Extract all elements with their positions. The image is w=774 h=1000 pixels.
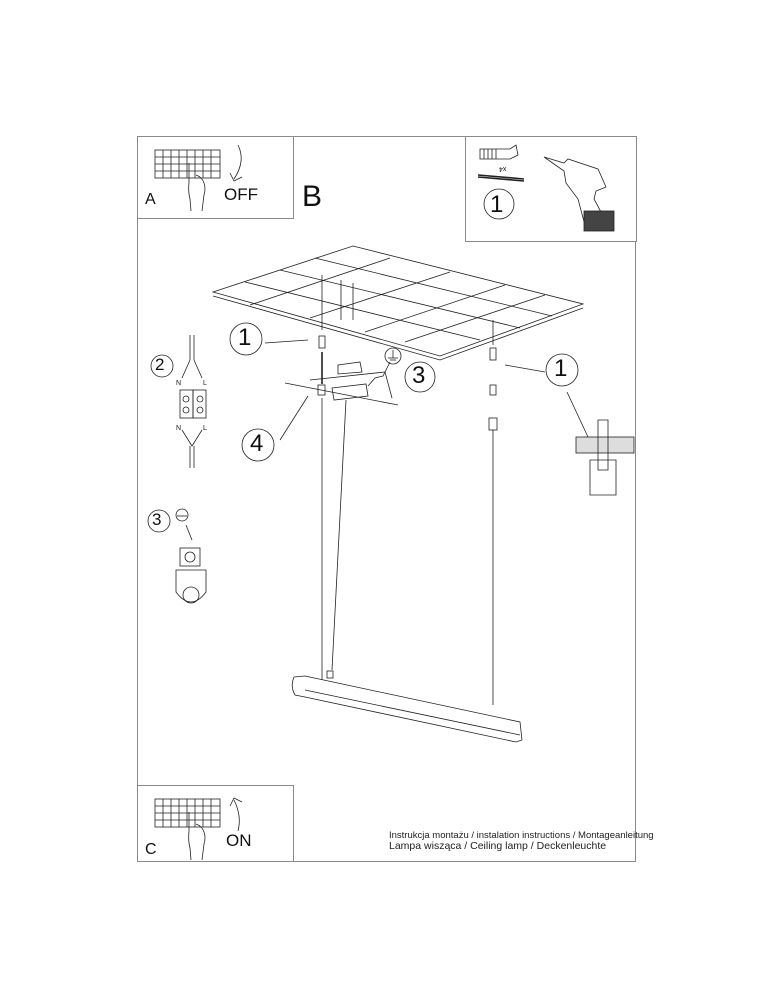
caption-line-1: Instrukcja montażu / instalation instruc… <box>389 830 654 841</box>
terminal-label-n-top: N <box>176 380 182 387</box>
step-a-box: A OFF <box>137 136 294 219</box>
callout-anchor-left: 1 <box>238 324 252 351</box>
drill-icon <box>543 156 609 230</box>
tools-callout-number: 1 <box>490 191 504 218</box>
lamp-body <box>291 675 523 743</box>
callout-cable-grip: 4 <box>250 430 264 457</box>
step-c-on-label: ON <box>226 831 252 850</box>
terminal-label-n-bottom: N <box>176 425 182 432</box>
diagram-frame <box>137 136 636 862</box>
step-a-letter: A <box>145 191 156 208</box>
step-b-letter: B <box>302 180 323 213</box>
tools-box: x4 1 <box>465 136 637 242</box>
callout-ground-detail: 3 <box>152 510 162 529</box>
breaker-on-illustration <box>154 797 243 861</box>
step-c-box: C ON <box>137 785 294 862</box>
terminal-label-l-top: L <box>203 380 207 387</box>
ceiling-panel <box>211 245 585 357</box>
tools-illustration <box>477 144 615 232</box>
callout-wiring-detail: 2 <box>155 355 165 374</box>
step-a-off-label: OFF <box>224 185 258 204</box>
document-caption: Instrukcja montażu / instalation instruc… <box>389 830 654 852</box>
callout-ground: 3 <box>412 362 426 389</box>
wall-plug-icon <box>479 144 519 160</box>
step-c-letter: C <box>145 841 157 858</box>
screw-icon <box>477 174 525 182</box>
breaker-off-illustration <box>154 144 243 212</box>
terminal-label-l-bottom: L <box>203 425 207 432</box>
caption-line-2: Lampa wisząca / Ceiling lamp / Deckenleu… <box>389 840 607 852</box>
callout-circle <box>483 188 515 220</box>
callout-anchor-right: 1 <box>554 355 568 382</box>
